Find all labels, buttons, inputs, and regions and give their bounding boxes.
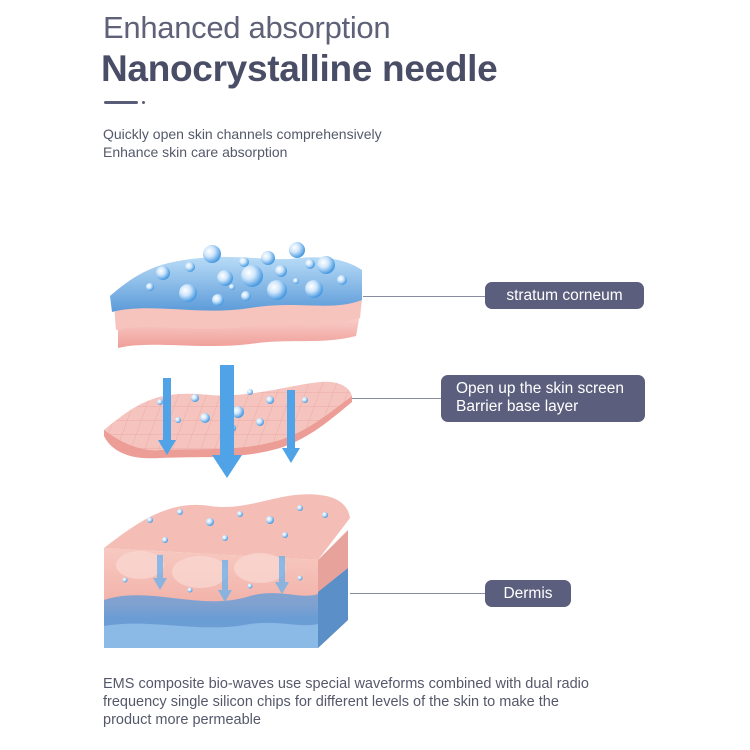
label-barrier: Open up the skin screen Barrier base lay… — [441, 375, 645, 422]
subtitle-line-2: Enhance skin care absorption — [103, 144, 288, 160]
footer-line-1: EMS composite bio-waves use special wave… — [103, 676, 589, 692]
leader-line-dermis — [350, 593, 485, 594]
label-barrier-line-1: Open up the skin screen — [456, 380, 625, 397]
stratum-corneum-layer — [110, 256, 362, 348]
leader-line-barrier — [352, 398, 441, 399]
leader-line-stratum — [363, 296, 485, 297]
serum-bubbles — [146, 242, 347, 306]
penetration-arrows — [158, 365, 300, 478]
label-barrier-line-2: Barrier base layer — [456, 398, 579, 415]
title-line-2: Nanocrystalline needle — [101, 48, 498, 89]
accent-dot — [142, 101, 145, 104]
subtitle-line-1: Quickly open skin channels comprehensive… — [103, 126, 382, 142]
accent-bar — [104, 101, 138, 104]
label-dermis: Dermis — [485, 580, 571, 607]
dermis-block — [104, 494, 350, 648]
label-stratum-corneum: stratum corneum — [485, 282, 644, 309]
title-line-1: Enhanced absorption — [103, 10, 391, 45]
footer-line-2: frequency single silicon chips for diffe… — [103, 694, 559, 710]
footer-line-3: product more permeable — [103, 712, 261, 728]
